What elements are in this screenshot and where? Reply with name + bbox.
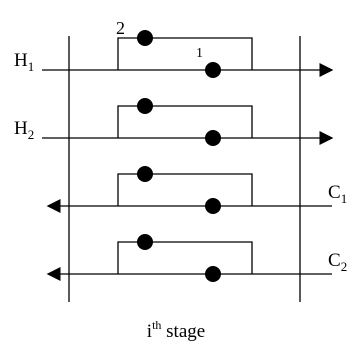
- stream-row-4: C2: [46, 234, 347, 282]
- bypass-loop: [117, 37, 253, 70]
- stream-row-3: C1: [46, 166, 347, 214]
- node-2-marker: [137, 30, 153, 46]
- stage-label-index: i: [147, 321, 152, 342]
- node-2-marker: [137, 234, 153, 250]
- bypass-loop: [117, 105, 253, 138]
- stage-label-sup: th: [152, 318, 161, 332]
- stream-row-1: 2 1 H1: [14, 18, 334, 78]
- bypass-loop: [117, 173, 253, 206]
- node-1-label: 1: [196, 46, 203, 61]
- stream-row-2: H2: [14, 98, 334, 146]
- node-2-label: 2: [116, 18, 125, 38]
- node-1-marker: [205, 62, 221, 78]
- stage-label: ith stage: [147, 318, 205, 342]
- stream-label: H1: [14, 50, 34, 74]
- bypass-loop: [117, 241, 253, 274]
- node-2-marker: [137, 98, 153, 114]
- stream-label: H2: [14, 118, 34, 142]
- node-1-marker: [205, 130, 221, 146]
- stream-label: C1: [328, 182, 347, 206]
- node-1-marker: [205, 198, 221, 214]
- node-1-marker: [205, 266, 221, 282]
- node-2-marker: [137, 166, 153, 182]
- stream-label: C2: [328, 250, 347, 274]
- stage-label-text: stage: [161, 321, 205, 342]
